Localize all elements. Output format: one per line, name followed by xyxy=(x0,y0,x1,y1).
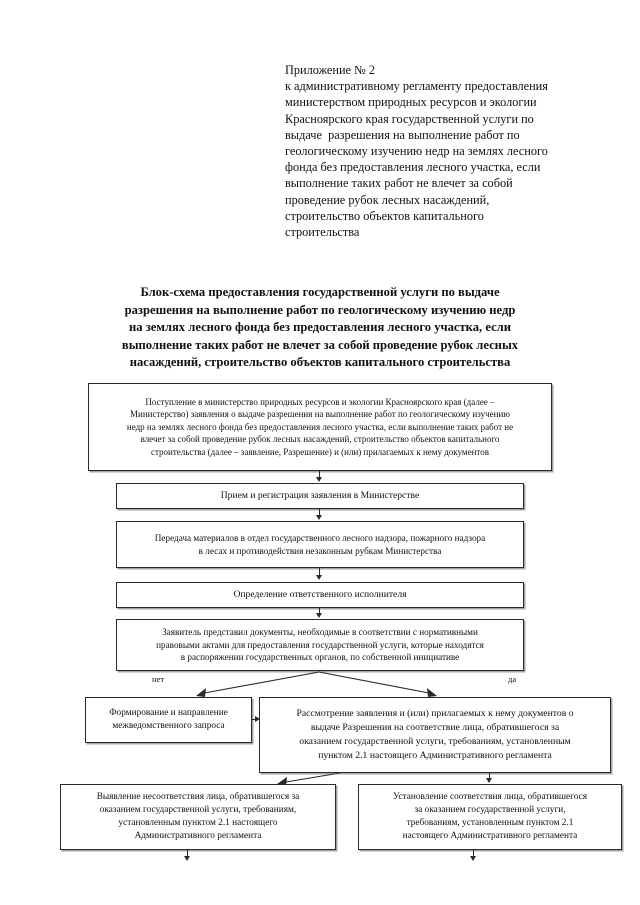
connector-compliance-next xyxy=(473,850,474,857)
flow-box-line: за оказанием государственной услуги, xyxy=(414,804,566,815)
arrow-down-icon xyxy=(486,778,492,783)
branch-line-yes xyxy=(318,671,435,695)
connector-review-compliance xyxy=(489,773,490,779)
flow-box-line: настоящего Административного регламента xyxy=(402,831,578,842)
connector-transfer-assign xyxy=(319,568,320,576)
flow-box-line: Передача материалов в отдел государствен… xyxy=(154,533,486,544)
flow-box-line: пунктом 2.1 настоящего Административного… xyxy=(318,750,552,761)
appendix-header-line: к административному регламенту предостав… xyxy=(285,79,548,94)
flow-box-transfer: Передача материалов в отдел государствен… xyxy=(116,521,524,568)
connector-noncompliance-next xyxy=(187,850,188,857)
connector-interagency-review xyxy=(252,719,257,720)
page-title-line: насаждений, строительство объектов капит… xyxy=(129,355,511,370)
page-title: Блок-схема предоставления государственно… xyxy=(62,284,578,372)
arrow-down-icon xyxy=(316,575,322,580)
flow-box-line: недр на землях лесного фонда без предост… xyxy=(126,421,514,432)
flow-box-line: оказанием государственной услуги, требов… xyxy=(299,736,571,747)
flow-box-registration: Прием и регистрация заявления в Министер… xyxy=(116,483,524,509)
page-title-line: разрешения на выполнение работ по геолог… xyxy=(124,302,516,317)
page-title-line: выполнение таких работ не влечет за собо… xyxy=(121,337,519,352)
flow-box-assign-executor: Определение ответственного исполнителя xyxy=(116,582,524,608)
flow-box-line: правовыми актами для предоставления госу… xyxy=(156,639,484,650)
arrow-down-icon xyxy=(316,613,322,618)
arrow-head-icon xyxy=(277,777,287,786)
flow-box-intake: Поступление в министерство природных рес… xyxy=(88,383,552,471)
flow-box-line: выдаче Разрешения на соответствие лица, … xyxy=(310,722,560,733)
flow-box-line: Определение ответственного исполнителя xyxy=(233,588,407,600)
appendix-header-line: Приложение № 2 xyxy=(285,63,376,77)
connector-intake-registration xyxy=(319,471,320,479)
branch-label-no: нет xyxy=(152,674,165,684)
flow-box-line: Административного регламента xyxy=(134,831,262,842)
arrow-head-icon xyxy=(427,688,437,697)
arrow-down-icon xyxy=(316,477,322,482)
flow-box-line: в лесах и противодействия незаконным руб… xyxy=(198,545,442,556)
flow-box-noncompliance: Выявление несоответствия лица, обративше… xyxy=(60,784,336,850)
flow-box-line: влечет за собой проведение рубок лесных … xyxy=(140,434,500,445)
arrow-head-icon xyxy=(196,688,206,697)
connector-review-noncompliance xyxy=(279,772,341,784)
flow-box-line: Рассмотрение заявления и (или) прилагаем… xyxy=(296,708,574,719)
flow-box-decision: Заявитель представил документы, необходи… xyxy=(116,619,524,671)
flow-box-line: строительства (далее – заявление, Разреш… xyxy=(151,446,489,457)
flow-box-line: оказанием государственной услуги, требов… xyxy=(99,804,297,815)
flow-box-line: Министерство) заявления о выдаче разреше… xyxy=(130,409,510,420)
appendix-header-line: министерством природных ресурсов и эколо… xyxy=(285,95,537,110)
appendix-header-line: фонда без предоставления лесного участка… xyxy=(285,160,541,175)
arrow-down-icon xyxy=(184,856,190,861)
appendix-header-line: проведение рубок лесных насаждений, xyxy=(285,192,490,207)
appendix-header-line: Красноярского края государственной услуг… xyxy=(285,111,534,126)
flow-box-line: Формирование и направление xyxy=(109,708,228,718)
appendix-header-line: выдаче разрешения на выполнение работ по xyxy=(285,127,520,142)
appendix-header-line: строительства xyxy=(285,225,360,240)
appendix-header-line: геологическому изучению недр на землях л… xyxy=(285,144,548,159)
flow-box-compliance: Установление соответствия лица, обративш… xyxy=(358,784,622,850)
connector-registration-transfer xyxy=(319,509,320,516)
arrow-down-icon xyxy=(470,856,476,861)
flow-box-line: межведомственного запроса xyxy=(112,721,225,731)
flow-box-line: установленным пунктом 2.1 настоящего xyxy=(118,818,278,828)
arrow-right-icon xyxy=(255,716,260,722)
appendix-header-line: строительство объектов капитального xyxy=(285,208,484,223)
flow-box-line: требованиям, установленным пунктом 2.1 xyxy=(406,818,574,828)
arrow-down-icon xyxy=(316,515,322,520)
flow-box-line: Заявитель представил документы, необходи… xyxy=(162,627,478,638)
appendix-header-line: выполнение таких работ не влечет за собо… xyxy=(285,176,513,191)
page-title-line: на землях лесного фонда без предоставлен… xyxy=(129,320,511,335)
branch-line-no xyxy=(198,671,320,695)
flow-box-line: в распоряжении государственных органов, … xyxy=(180,652,460,663)
flow-box-line: Установление соответствия лица, обративш… xyxy=(393,791,587,802)
flow-box-interagency-request: Формирование и направление межведомствен… xyxy=(85,697,252,743)
flow-box-line: Прием и регистрация заявления в Министер… xyxy=(220,489,420,501)
appendix-header: Приложение № 2 к административному регла… xyxy=(285,62,605,240)
flow-box-line: Выявление несоответствия лица, обративше… xyxy=(96,791,300,802)
branch-label-yes: да xyxy=(508,674,517,684)
connector-assign-decision xyxy=(319,608,320,614)
flow-box-line: Поступление в министерство природных рес… xyxy=(145,396,495,407)
flow-box-review: Рассмотрение заявления и (или) прилагаем… xyxy=(259,697,611,773)
page-title-line: Блок-схема предоставления государственно… xyxy=(140,285,500,299)
